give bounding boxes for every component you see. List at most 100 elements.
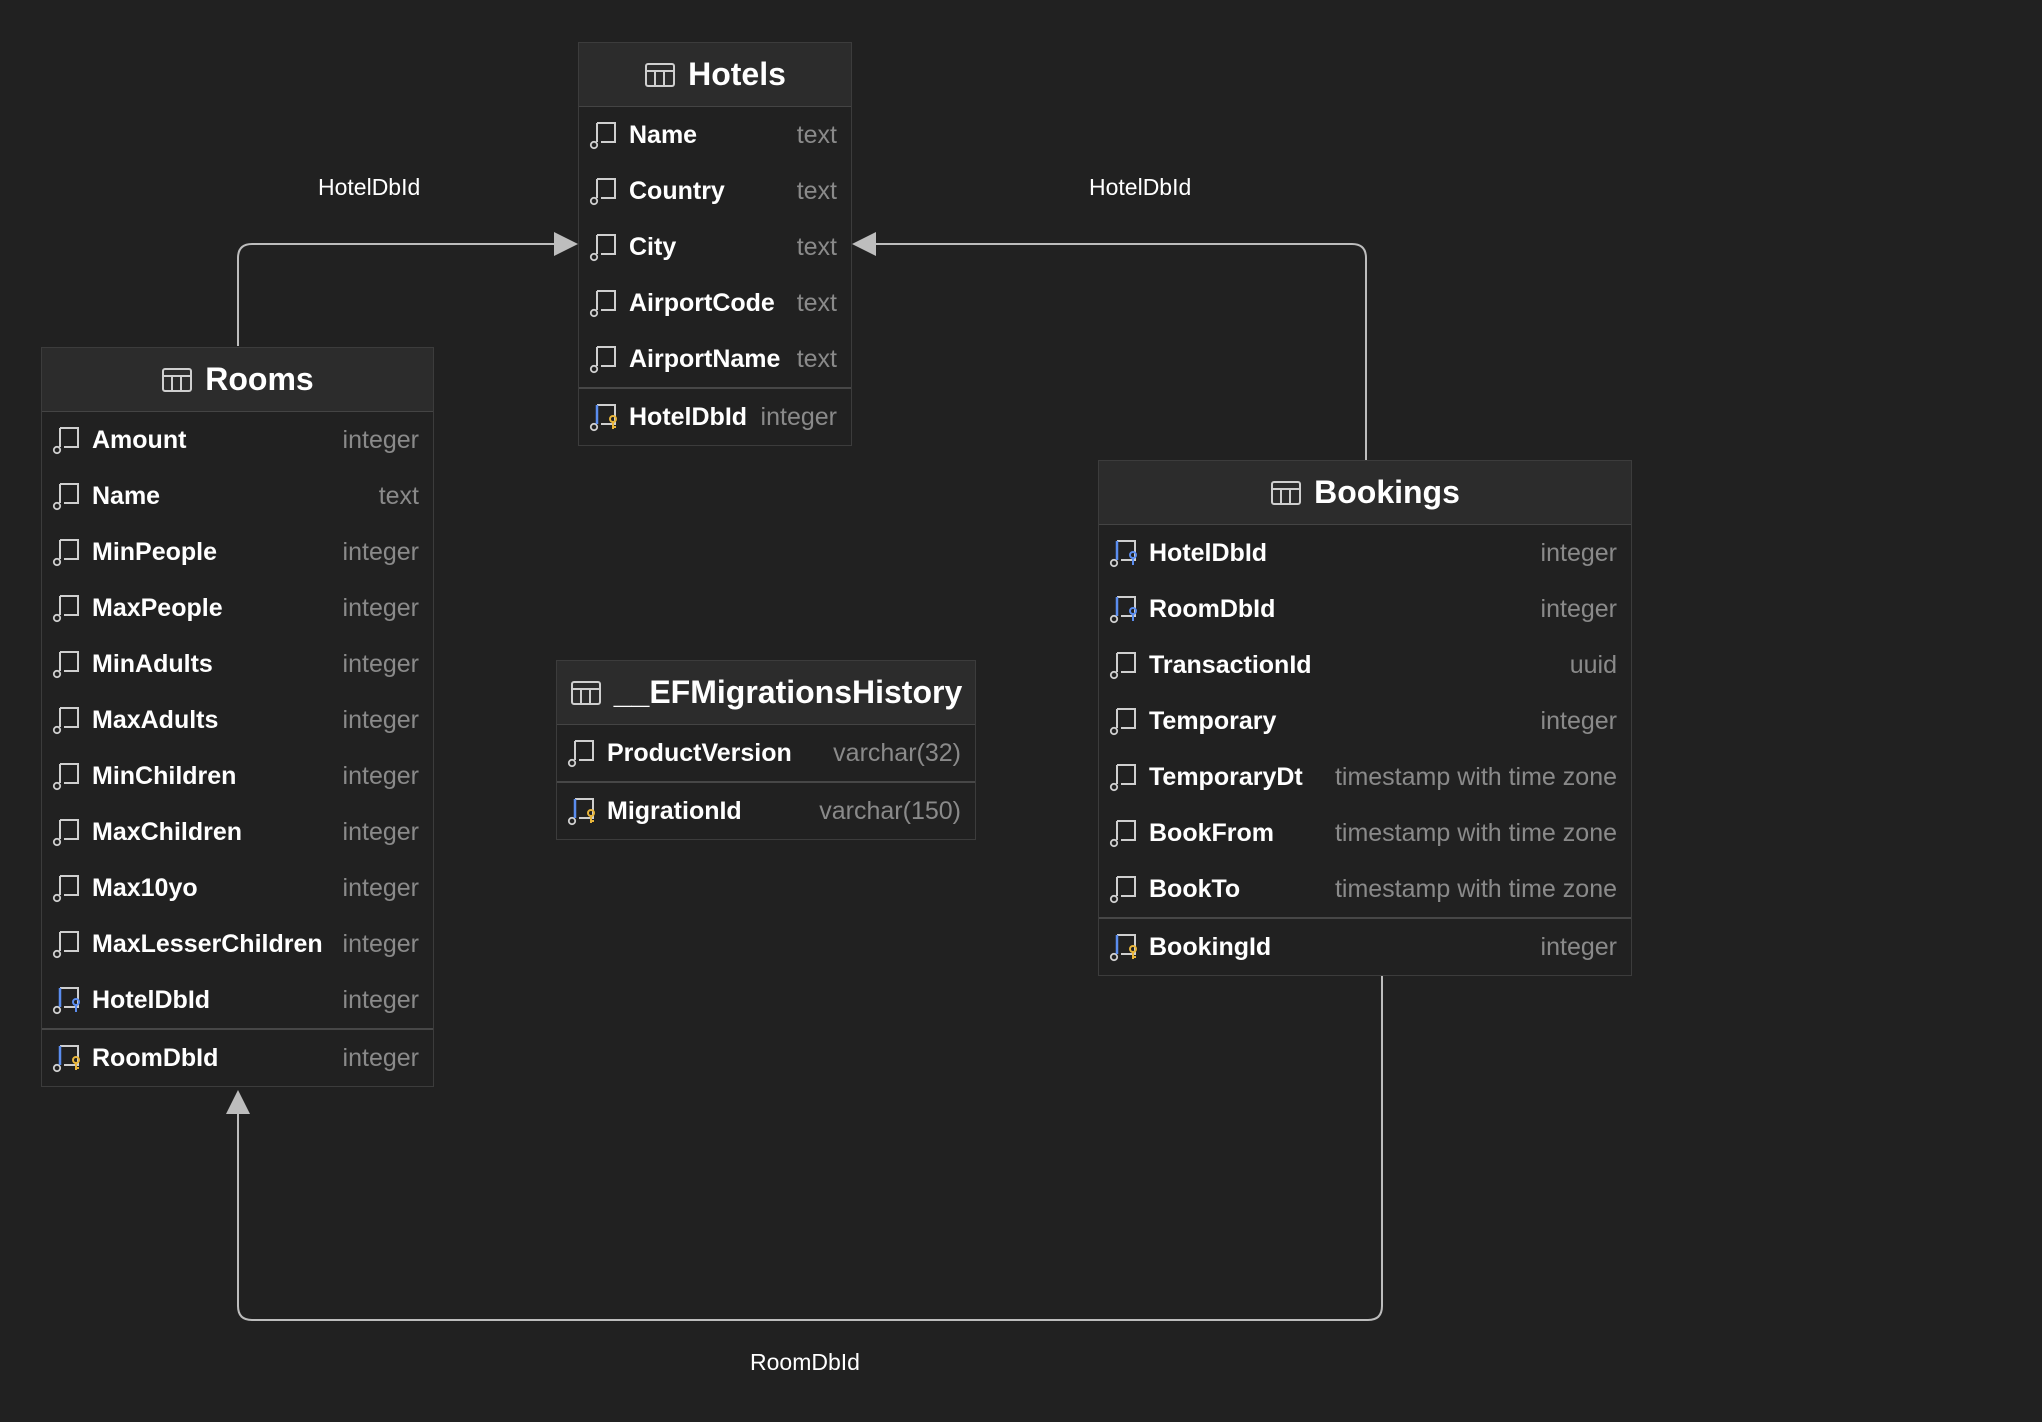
- column-name: ProductVersion: [607, 738, 792, 767]
- column-name: AirportName: [629, 344, 781, 373]
- column-type: uuid: [1569, 650, 1617, 679]
- column-type: varchar(150): [819, 796, 961, 825]
- arrowhead-rooms-hotels: [554, 232, 578, 256]
- column-type: integer: [342, 705, 419, 734]
- column-row[interactable]: MinAdults integer: [42, 636, 433, 692]
- column-name: MinAdults: [92, 649, 213, 678]
- column-icon: [589, 122, 616, 150]
- column-name: Temporary: [1149, 706, 1277, 735]
- column-icon: [52, 483, 79, 511]
- primary-key-icon: [52, 1045, 80, 1073]
- column-type: varchar(32): [833, 738, 961, 767]
- column-name: BookFrom: [1149, 818, 1274, 847]
- column-name: BookTo: [1149, 874, 1241, 903]
- column-type: integer: [1540, 594, 1617, 623]
- column-name: Amount: [92, 425, 187, 454]
- column-icon: [589, 290, 616, 318]
- column-type: integer: [342, 649, 419, 678]
- column-icon: [589, 346, 616, 374]
- connector-rooms-hotels[interactable]: [237, 243, 554, 346]
- column-type: text: [796, 176, 837, 205]
- column-type: integer: [1540, 538, 1617, 567]
- column-type: text: [796, 120, 837, 149]
- column-name: MaxAdults: [92, 705, 219, 734]
- arrowhead-bookings-hotels: [852, 232, 876, 256]
- column-row[interactable]: BookTo timestamp with time zone: [1099, 861, 1631, 917]
- column-name: HotelDbId: [629, 402, 748, 431]
- column-row[interactable]: TransactionId uuid: [1099, 637, 1631, 693]
- column-icon: [1109, 820, 1136, 848]
- column-icon: [52, 651, 79, 679]
- foreign-key-icon: [1109, 596, 1137, 624]
- table-header[interactable]: Hotels: [579, 43, 851, 107]
- primary-key-icon: [1109, 934, 1137, 962]
- column-name: AirportCode: [629, 288, 775, 317]
- table-name: Rooms: [205, 361, 314, 397]
- column-row[interactable]: Amount integer: [42, 412, 433, 468]
- column-row[interactable]: Temporary integer: [1099, 693, 1631, 749]
- column-type: integer: [342, 537, 419, 566]
- column-name: TransactionId: [1149, 650, 1312, 679]
- column-name: RoomDbId: [1149, 594, 1276, 623]
- column-row[interactable]: ProductVersion varchar(32): [557, 725, 975, 781]
- column-name: MinChildren: [92, 761, 237, 790]
- column-type: integer: [342, 425, 419, 454]
- table-header[interactable]: Rooms: [42, 348, 433, 412]
- column-name: MaxLesserChildren: [92, 929, 323, 958]
- column-name: BookingId: [1149, 932, 1272, 961]
- column-type: timestamp with time zone: [1334, 874, 1617, 903]
- column-icon: [1109, 764, 1136, 792]
- primary-key-icon: [567, 798, 595, 826]
- table-header[interactable]: Bookings: [1099, 461, 1631, 525]
- column-icon: [1109, 652, 1136, 680]
- column-type: integer: [342, 761, 419, 790]
- column-row[interactable]: RoomDbId integer: [1099, 581, 1631, 637]
- table-icon: [1271, 480, 1302, 505]
- column-type: integer: [1540, 706, 1617, 735]
- relation-label-bookings-hotels: HotelDbId: [1089, 174, 1192, 200]
- column-name: Country: [629, 176, 725, 205]
- column-icon: [567, 740, 594, 768]
- table-name: Bookings: [1314, 474, 1460, 510]
- column-type: integer: [342, 873, 419, 902]
- column-icon: [52, 539, 79, 567]
- column-name: TemporaryDt: [1149, 762, 1303, 791]
- column-row[interactable]: MaxAdults integer: [42, 692, 433, 748]
- column-row[interactable]: MinChildren integer: [42, 748, 433, 804]
- column-icon: [1109, 708, 1136, 736]
- column-type: text: [378, 481, 419, 510]
- connector-bookings-hotels[interactable]: [876, 243, 1367, 460]
- table-header[interactable]: __EFMigrationsHistory: [557, 661, 975, 725]
- column-icon: [52, 427, 79, 455]
- primary-key-icon: [589, 404, 617, 432]
- column-type: integer: [342, 985, 419, 1014]
- column-row[interactable]: Country text: [579, 163, 851, 219]
- column-type: integer: [342, 817, 419, 846]
- column-type: integer: [342, 593, 419, 622]
- column-name: City: [629, 232, 677, 261]
- connector-bookings-rooms[interactable]: [237, 976, 1383, 1321]
- table-name: __EFMigrationsHistory: [613, 674, 963, 710]
